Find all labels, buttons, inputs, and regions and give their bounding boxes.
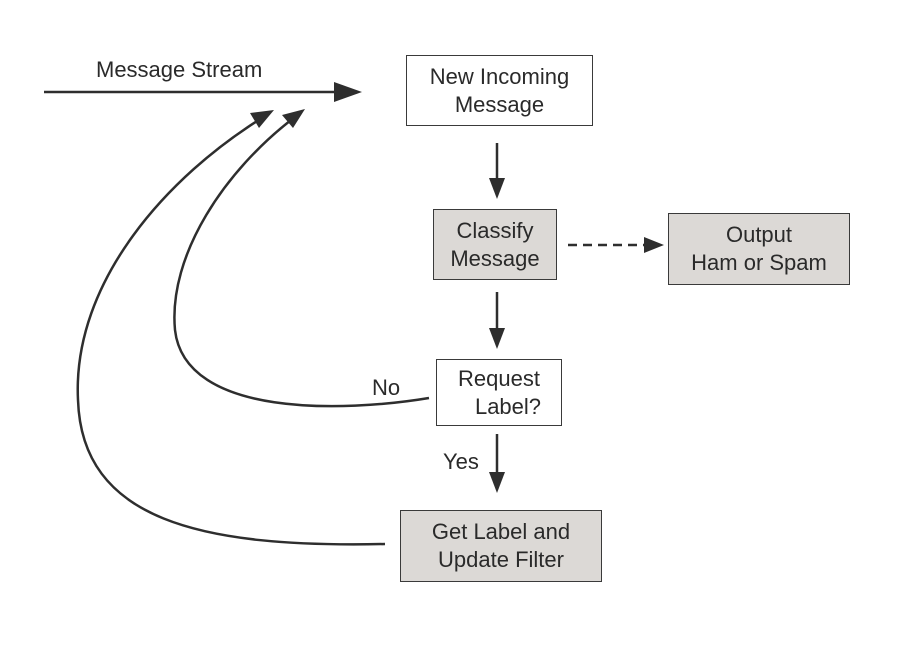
node-text-line: Classify <box>456 217 534 243</box>
output-ham-or-spam-node: Output Ham or Spam <box>668 213 850 285</box>
message-stream-label: Message Stream <box>96 57 263 82</box>
incoming-to-classify-arrowhead <box>489 178 505 199</box>
update-loop-curve <box>76 116 386 546</box>
node-text-line: Ham or Spam <box>691 250 827 275</box>
node-text-line: Request <box>458 365 540 391</box>
node-text-line: Update Filter <box>438 547 564 572</box>
node-text-line: Message <box>454 91 545 117</box>
get-label-update-filter-node: Get Label and Update Filter <box>400 510 602 582</box>
message-stream-arrowhead <box>334 82 362 102</box>
new-incoming-message-node: New Incoming Message <box>406 55 593 126</box>
yes-edge-label: Yes <box>443 449 479 474</box>
node-text-line: Output <box>725 222 793 247</box>
node-text-line: Label? <box>474 393 542 419</box>
node-text-line: Message <box>450 245 540 271</box>
no-loop-curve <box>173 116 430 408</box>
node-text-line: Get Label and <box>431 519 571 544</box>
request-label-node: Request Label? <box>436 359 562 426</box>
node-text-line: New Incoming <box>429 63 570 89</box>
no-loop-arrowhead <box>282 109 305 128</box>
classify-to-request-arrowhead <box>489 328 505 349</box>
update-loop-arrowhead <box>250 110 274 128</box>
classify-message-node: Classify Message <box>433 209 557 280</box>
classify-to-output-arrowhead <box>644 237 664 253</box>
no-edge-label: No <box>372 375 401 400</box>
request-to-update-arrowhead <box>489 472 505 493</box>
